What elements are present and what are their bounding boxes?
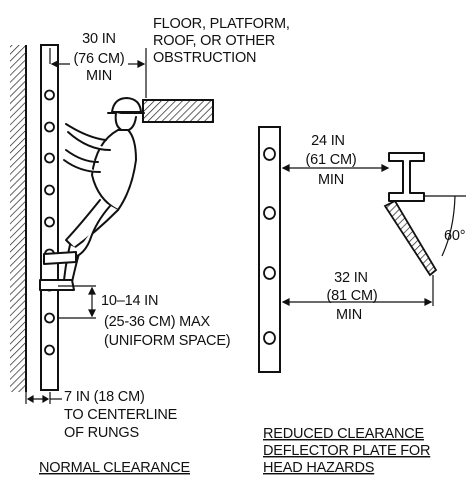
deflector-dimension-line xyxy=(279,160,390,174)
svg-text:HEAD HAZARDS: HEAD HAZARDS xyxy=(263,460,374,476)
reduced-clearance-caption: REDUCED CLEARANCE DEFLECTOR PLATE FOR HE… xyxy=(263,426,430,476)
svg-text:TO CENTERLINE: TO CENTERLINE xyxy=(64,407,178,423)
svg-text:OF RUNGS: OF RUNGS xyxy=(64,425,139,441)
i-beam-hazard xyxy=(388,152,425,202)
svg-text:24 IN: 24 IN xyxy=(311,133,345,149)
angle-marker xyxy=(424,195,466,257)
svg-text:MIN: MIN xyxy=(318,172,344,188)
clearance-dimension-line xyxy=(49,48,147,98)
wall xyxy=(10,45,27,392)
right-ladder-rungs xyxy=(263,147,276,345)
svg-text:60°: 60° xyxy=(444,228,465,244)
svg-text:MIN: MIN xyxy=(336,307,362,323)
svg-text:(61 CM): (61 CM) xyxy=(306,152,357,168)
svg-text:30 IN: 30 IN xyxy=(82,31,116,47)
hazard-clearance-label: 32 IN (81 CM) MIN xyxy=(327,270,378,323)
rung-spacing-dimension xyxy=(58,285,96,319)
ladder-rail xyxy=(40,44,59,391)
svg-text:10–14 IN: 10–14 IN xyxy=(101,293,158,309)
svg-text:(25-36 CM) MAX: (25-36 CM) MAX xyxy=(104,314,210,330)
clearance-label: 30 IN (76 CM) MIN xyxy=(74,31,125,84)
rung-spacing-label: 10–14 IN (25-36 CM) MAX (UNIFORM SPACE) xyxy=(101,293,231,349)
normal-clearance-caption: NORMAL CLEARANCE xyxy=(39,460,191,476)
svg-text:MIN: MIN xyxy=(86,68,112,84)
svg-text:ROOF, OR OTHER: ROOF, OR OTHER xyxy=(153,33,275,49)
centerline-label: 7 IN (18 CM) TO CENTERLINE OF RUNGS xyxy=(64,389,178,441)
svg-text:7 IN (18 CM): 7 IN (18 CM) xyxy=(64,389,145,405)
climber-figure xyxy=(39,97,145,291)
deflector-clearance-label: 24 IN (61 CM) MIN xyxy=(306,133,357,188)
svg-text:(81 CM): (81 CM) xyxy=(327,288,378,304)
ladder-rungs xyxy=(44,89,55,356)
obstruction-label: FLOOR, PLATFORM, ROOF, OR OTHER OBSTRUCT… xyxy=(153,16,290,66)
hazard-dimension-line xyxy=(281,275,434,306)
right-ladder-rail xyxy=(258,126,281,373)
svg-text:DEFLECTOR PLATE FOR: DEFLECTOR PLATE FOR xyxy=(263,443,430,459)
svg-text:REDUCED CLEARANCE: REDUCED CLEARANCE xyxy=(263,426,424,442)
deflector-plate xyxy=(383,199,438,277)
svg-text:OBSTRUCTION: OBSTRUCTION xyxy=(153,50,256,66)
obstruction-slab xyxy=(142,99,214,123)
svg-text:(UNIFORM SPACE): (UNIFORM SPACE) xyxy=(104,333,230,349)
centerline-dimension xyxy=(25,392,62,404)
angle-label: 60° xyxy=(444,228,466,244)
svg-text:(76 CM): (76 CM) xyxy=(74,51,125,67)
svg-text:NORMAL CLEARANCE: NORMAL CLEARANCE xyxy=(39,460,190,476)
svg-text:FLOOR, PLATFORM,: FLOOR, PLATFORM, xyxy=(153,16,290,32)
svg-text:32 IN: 32 IN xyxy=(334,270,368,286)
